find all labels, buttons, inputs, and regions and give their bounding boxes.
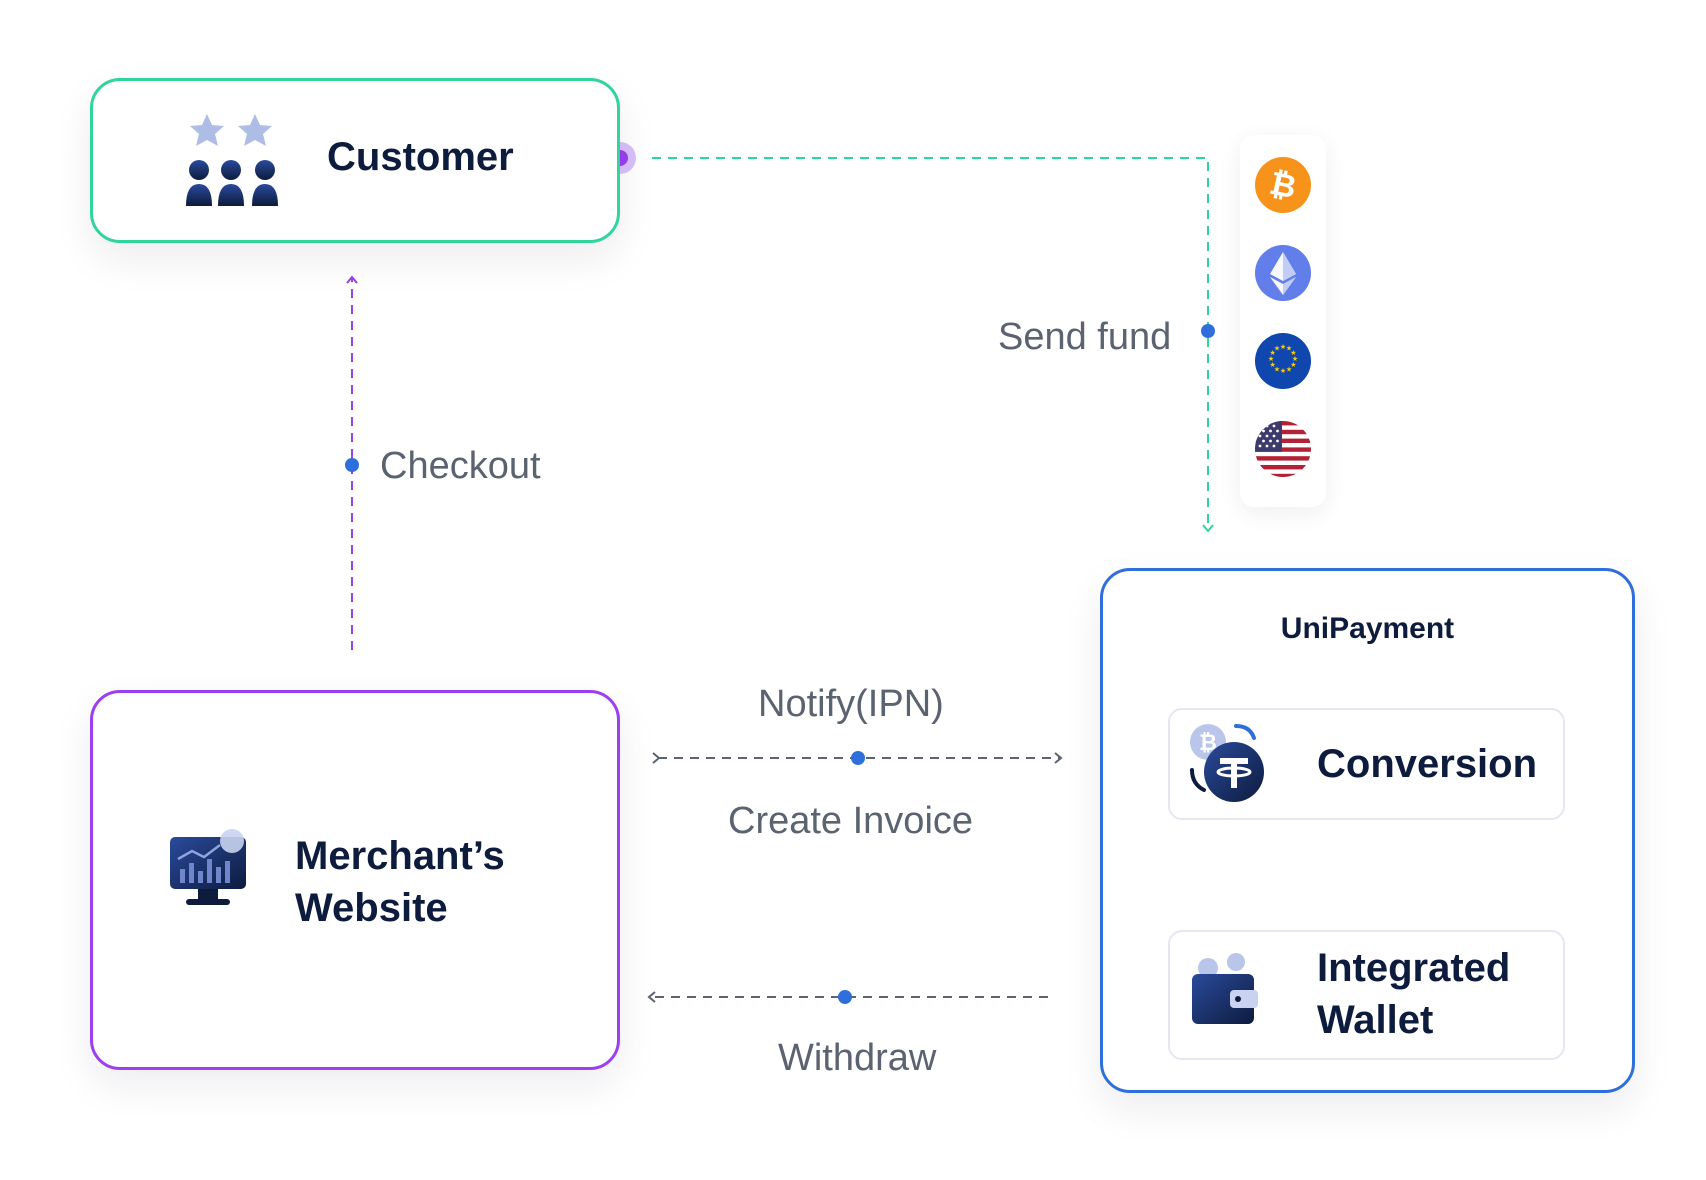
- bitcoin-icon: ₿: [1255, 157, 1311, 213]
- integrated-wallet-label: Integrated Wallet: [1317, 946, 1511, 1042]
- withdraw-dot: [838, 990, 852, 1004]
- checkout-label: Checkout: [380, 445, 541, 487]
- customers-icon: [186, 114, 278, 206]
- crypto-conversion-icon: ₿: [1190, 724, 1264, 802]
- unipayment-label: UniPayment: [1280, 612, 1455, 645]
- checkout-dot: [345, 458, 359, 472]
- send-fund-label: Send fund: [998, 316, 1172, 358]
- svg-text:★: ★: [1274, 365, 1280, 373]
- withdraw-label: Withdraw: [778, 1037, 937, 1079]
- notify-invoice-dot: [851, 751, 865, 765]
- customer-label: Customer: [327, 135, 514, 179]
- monitor-chart-icon: [170, 829, 246, 905]
- send-fund-dot: [1201, 324, 1215, 338]
- svg-text:★: ★: [1290, 361, 1296, 369]
- svg-text:★: ★: [1292, 355, 1298, 363]
- svg-text:★: ★: [1286, 345, 1292, 353]
- merchant-website-label: Merchant’s Website: [295, 834, 505, 930]
- svg-text:★: ★: [1280, 367, 1286, 375]
- svg-text:★: ★: [1269, 349, 1275, 357]
- us-flag-icon: [1255, 421, 1311, 477]
- euro-flag-icon: ★ ★ ★ ★ ★ ★ ★ ★ ★ ★ ★ ★: [1255, 333, 1311, 389]
- ethereum-icon: [1255, 245, 1311, 301]
- create-invoice-label: Create Invoice: [728, 800, 974, 842]
- customer-node: [90, 78, 620, 243]
- svg-text:★: ★: [1269, 361, 1275, 369]
- send-fund-connector: [652, 157, 1214, 533]
- svg-text:₿: ₿: [1199, 730, 1217, 755]
- svg-text:★: ★: [1290, 349, 1296, 357]
- svg-text:★: ★: [1286, 365, 1292, 373]
- svg-text:★: ★: [1268, 355, 1274, 363]
- svg-text:★: ★: [1274, 345, 1280, 353]
- conversion-label: Conversion: [1317, 742, 1538, 786]
- notify-ipn-label: Notify(IPN): [758, 683, 944, 725]
- svg-text:★: ★: [1280, 343, 1286, 351]
- wallet-icon: [1192, 953, 1258, 1024]
